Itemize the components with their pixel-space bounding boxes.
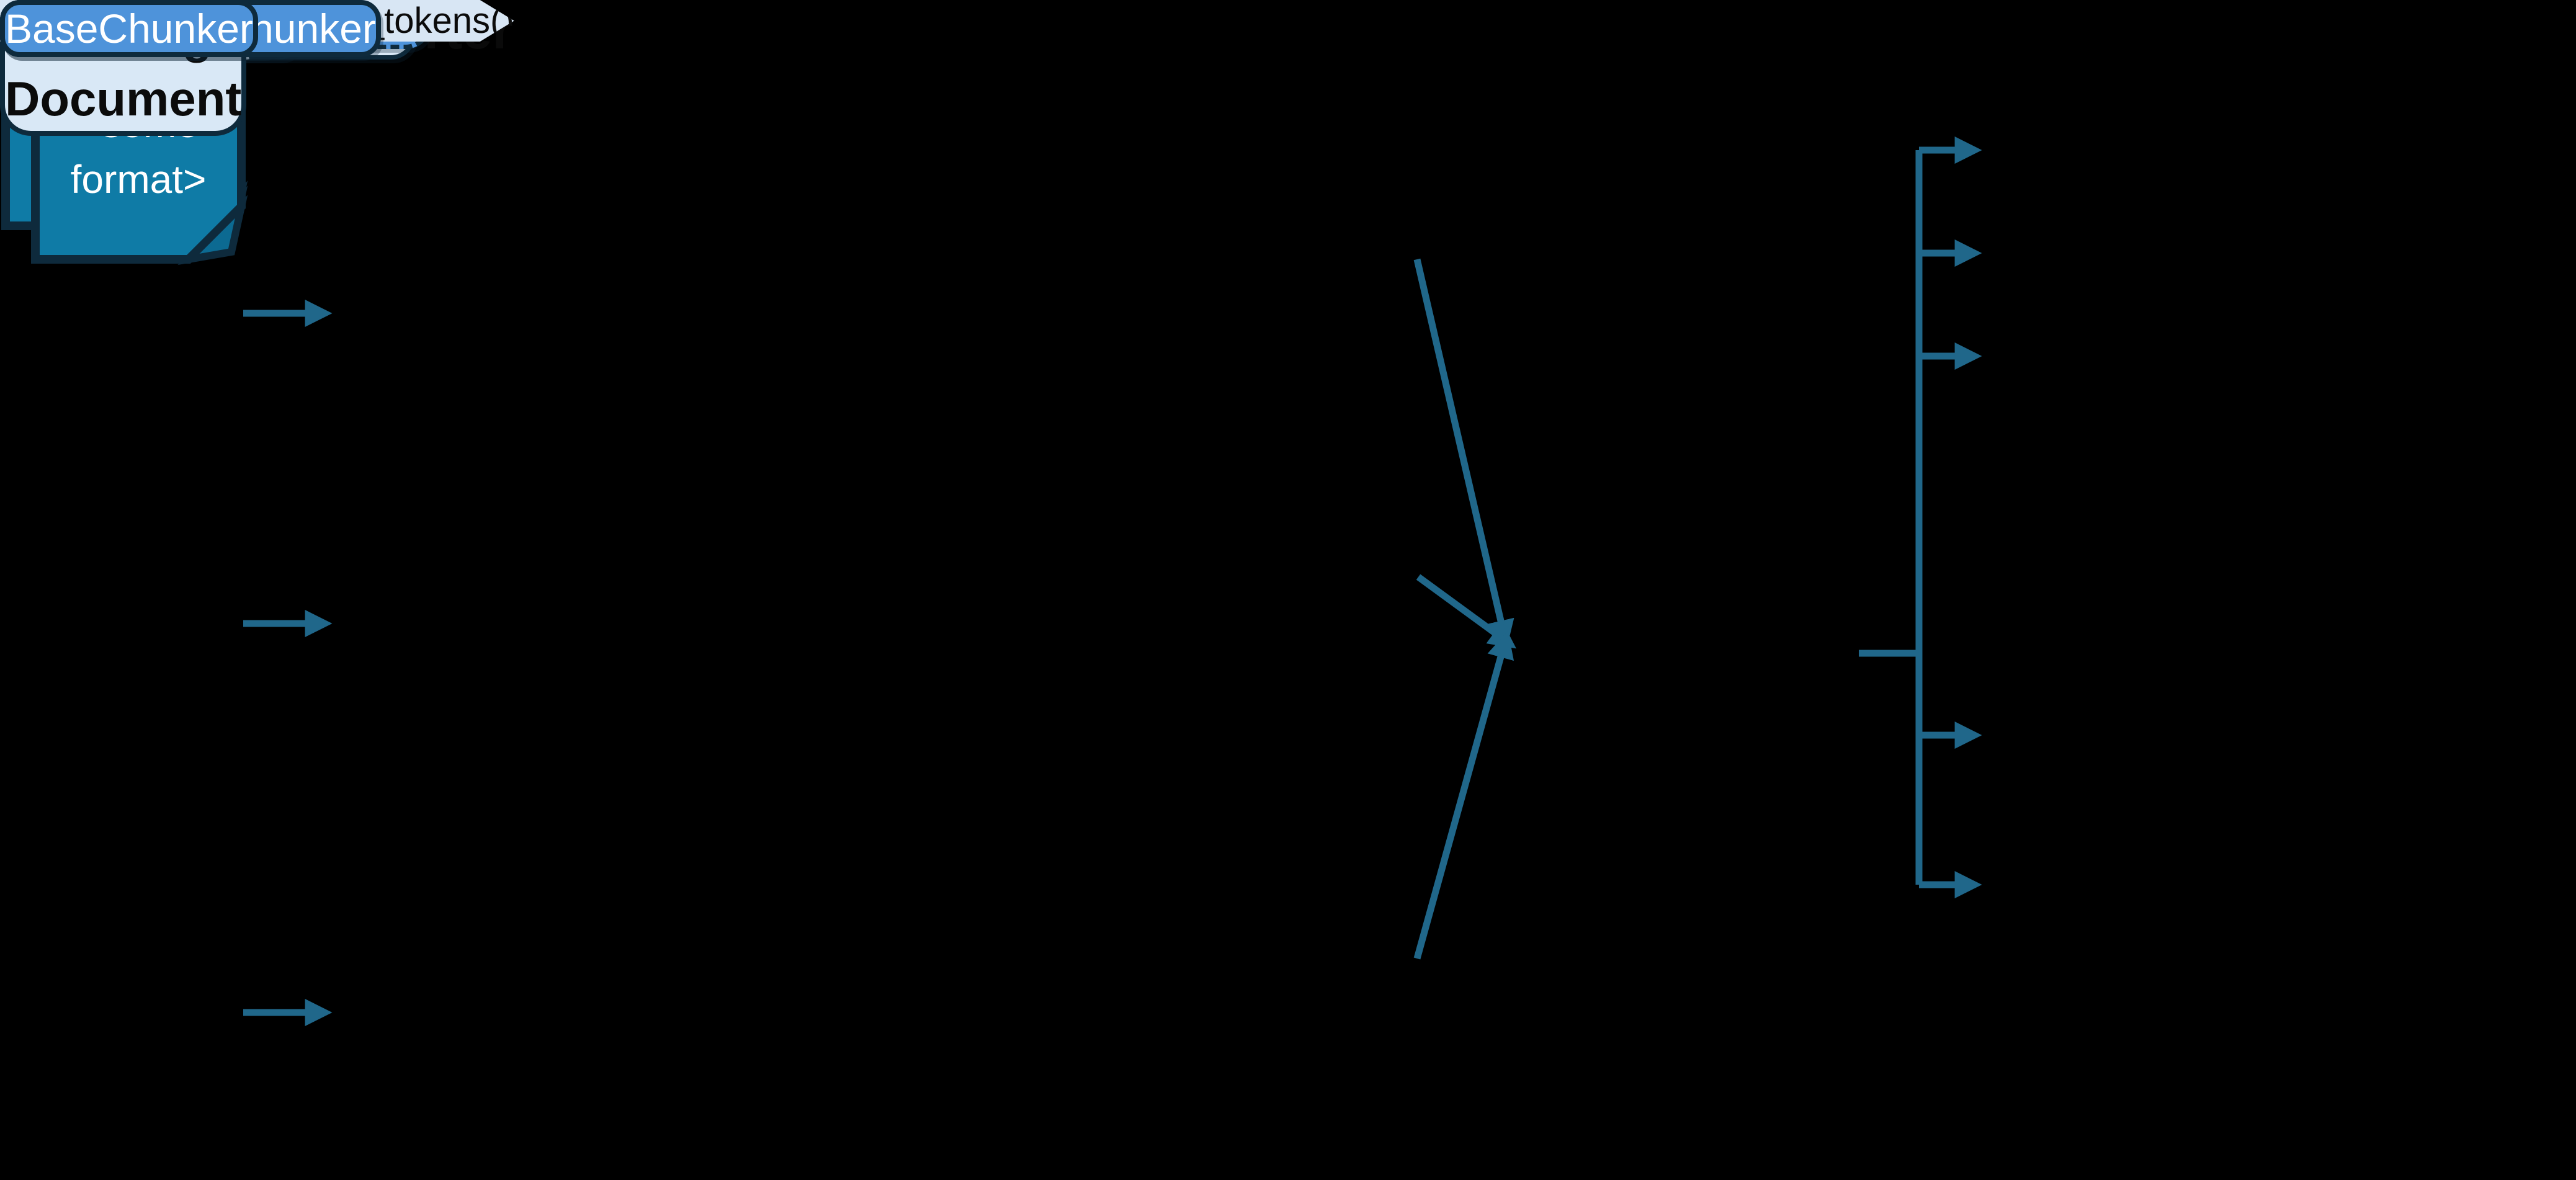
page-fold xyxy=(177,195,248,266)
standard-pipeline-to-result-arrow xyxy=(1413,258,1514,648)
base-chunker-label: BaseChunker xyxy=(5,6,253,51)
some-format-label-line2: format> xyxy=(71,157,207,202)
base-chunker: BaseChunker xyxy=(0,0,258,57)
docling-document-line2: Document xyxy=(5,71,242,127)
base-pipeline-to-result-arrow xyxy=(1413,630,1514,960)
simple-pipeline-to-result-arrow xyxy=(1416,574,1516,649)
